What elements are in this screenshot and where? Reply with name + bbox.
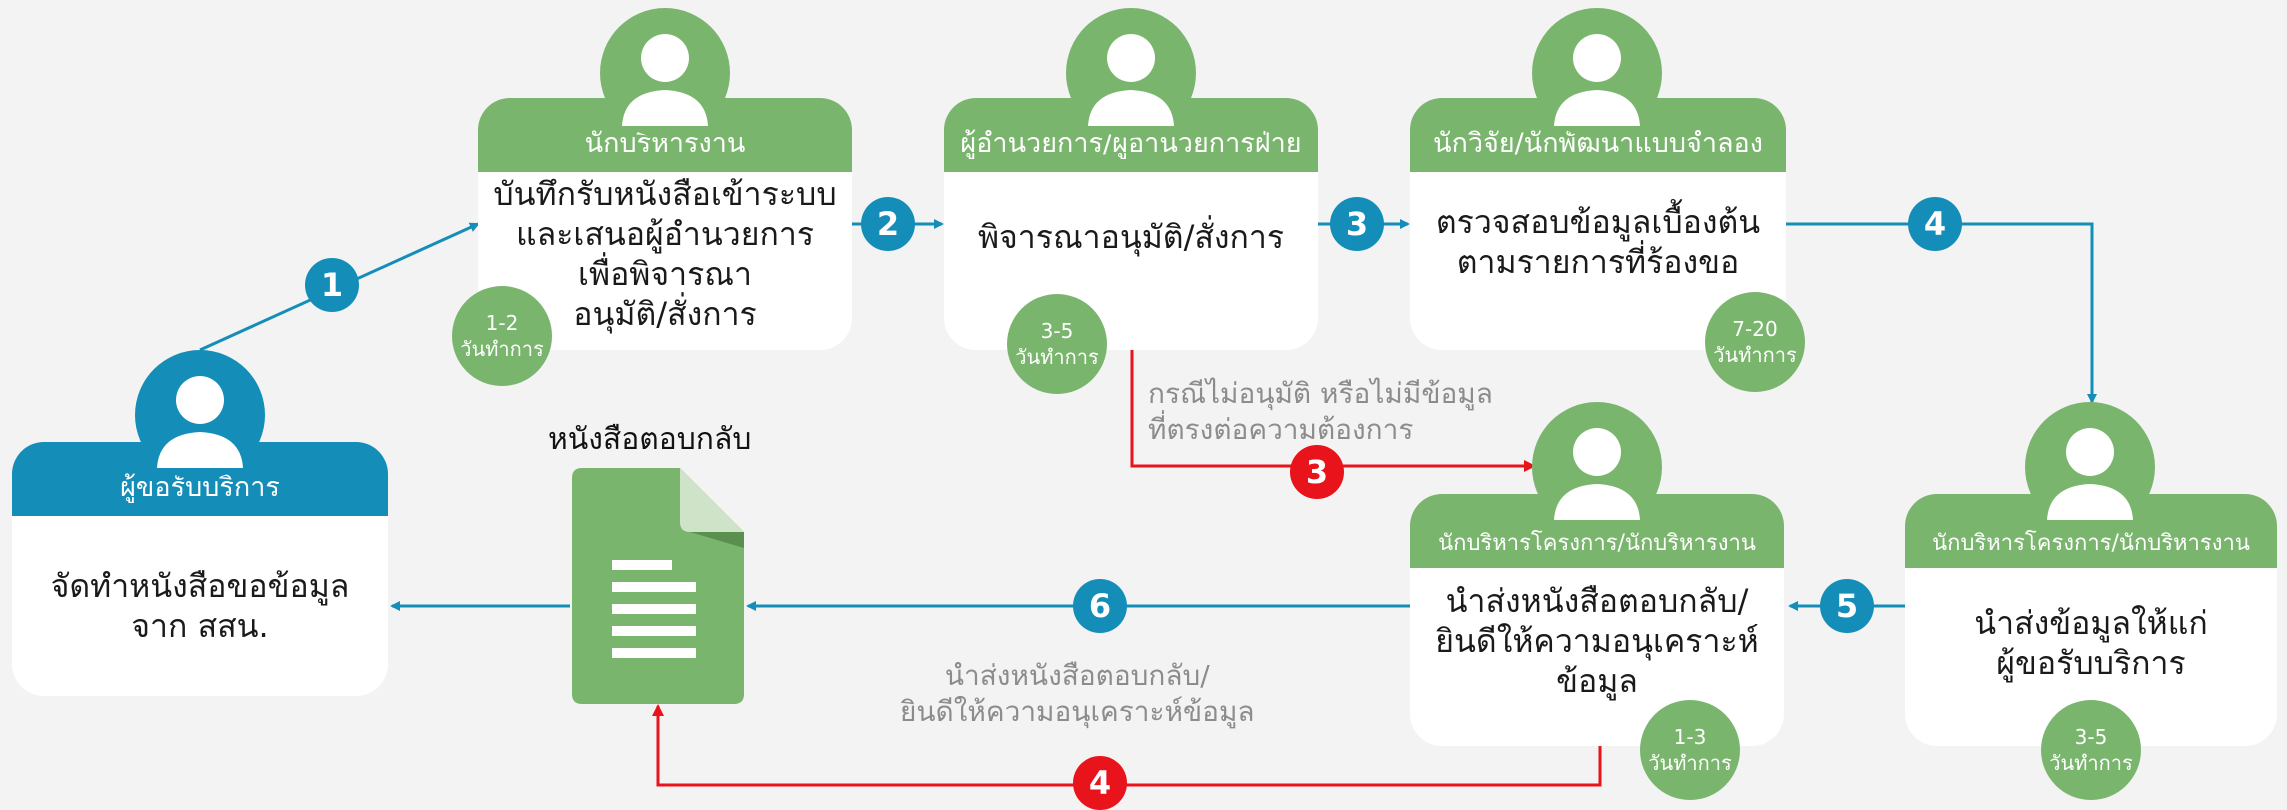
researcher-avatar	[1532, 8, 1662, 138]
admin-record-days: 1-2 วันทำการ	[452, 286, 552, 386]
requester-text: จัดทำหนังสือขอข้อมูล จาก สสน.	[50, 567, 350, 645]
director-card: ผู้อำนวยการ/ผู้อำนวยการฝ่าย พิจารณาอนุมั…	[944, 98, 1318, 350]
director-text: พิจารณาอนุมัติ/สั่งการ	[977, 218, 1285, 256]
researcher-days: 7-20 วันทำการ	[1705, 292, 1805, 392]
red-arrow-return	[652, 704, 1602, 787]
reply-letter-title: หนังสือตอบกลับ	[548, 422, 752, 457]
requester-card: ผู้ขอรับบริการ จัดทำหนังสือขอข้อมูล จาก …	[12, 442, 388, 696]
project-admin-reply-avatar	[1532, 402, 1662, 532]
project-admin-send-text: นำส่งข้อมูลให้แก่ ผู้ขอรับบริการ	[1974, 604, 2208, 682]
step-number-6: 6	[1073, 579, 1127, 633]
reject-note: กรณีไม่อนุมัติ หรือไม่มีข้อมูล ที่ตรงต่อ…	[1148, 377, 1493, 446]
reject-number-3: 3	[1290, 445, 1344, 499]
step-number-5: 5	[1820, 579, 1874, 633]
admin-record-card: นักบริหารงาน บันทึกรับหนังสือเข้าระบบ แล…	[478, 98, 852, 350]
return-number-4: 4	[1073, 756, 1127, 810]
admin-record-text: บันทึกรับหนังสือเข้าระบบ และเสนอผู้อำนวย…	[493, 175, 837, 333]
project-admin-reply-text: นำส่งหนังสือตอบกลับ/ ยินดีให้ความอนุเครา…	[1435, 582, 1759, 700]
step-number-2: 2	[861, 197, 915, 251]
project-admin-reply-days: 1-3 วันทำการ	[1640, 700, 1740, 800]
admin-avatar	[600, 8, 730, 138]
director-avatar	[1066, 8, 1196, 138]
reply-note: นำส่งหนังสือตอบกลับ/ ยินดีให้ความอนุเครา…	[900, 659, 1255, 728]
requester-avatar	[135, 350, 265, 480]
step-number-4: 4	[1908, 197, 1962, 251]
project-admin-send-avatar	[2025, 402, 2155, 532]
arrow-4	[1786, 222, 2097, 404]
project-admin-send-days: 3-5 วันทำการ	[2041, 700, 2141, 800]
step-number-1: 1	[305, 258, 359, 312]
red-arrow-reject	[1130, 350, 1536, 472]
step-number-3: 3	[1330, 197, 1384, 251]
researcher-text: ตรวจสอบข้อมูลเบื้องต้น ตามรายการที่ร้องข…	[1435, 203, 1761, 281]
director-days: 3-5 วันทำการ	[1007, 294, 1107, 394]
project-admin-reply-card: นักบริหารโครงการ/นักบริหารงาน นำส่งหนังส…	[1410, 494, 1784, 746]
document-icon	[572, 468, 744, 704]
